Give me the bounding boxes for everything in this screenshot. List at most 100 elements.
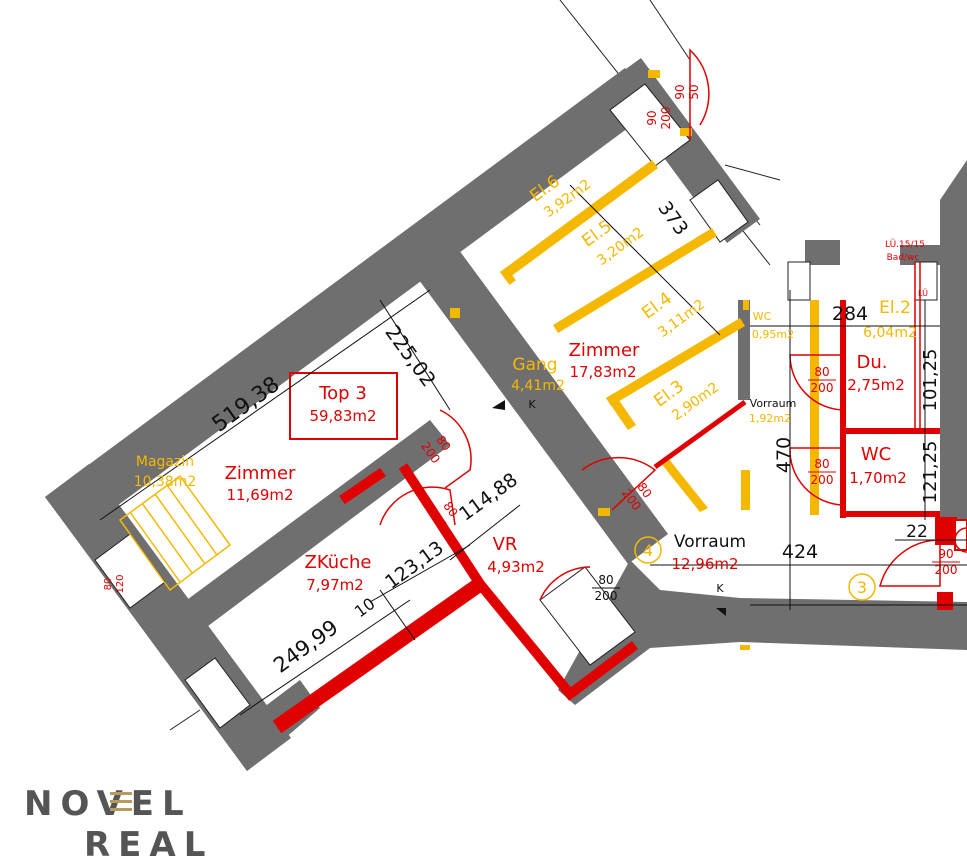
door-height: 200 xyxy=(935,563,958,577)
wall-stub-2 xyxy=(900,245,940,265)
door-height: 200 xyxy=(659,107,673,130)
door-swing-top xyxy=(689,48,710,140)
room-vorraum-area: 12,96m2 xyxy=(671,555,738,573)
door-labels: 80 200 80 200 80 200 80 200 80 200 80 20… xyxy=(103,84,960,603)
dim-424: 424 xyxy=(782,541,818,563)
red-wall-vr xyxy=(398,463,639,701)
room-vorraum-name: Vorraum xyxy=(674,532,746,552)
chimney xyxy=(805,240,840,265)
walls xyxy=(45,58,967,771)
bar-el3-end xyxy=(606,393,636,430)
door-label: 90 50 xyxy=(673,84,701,99)
room-zimmer-main-area: 17,83m2 xyxy=(569,363,636,381)
room-zkueche-name: ZKüche xyxy=(304,552,371,573)
dim-225: 225,02 xyxy=(380,321,441,392)
dim-249: 249,99 xyxy=(269,615,343,678)
top3-box xyxy=(289,372,398,440)
door-width: 90 xyxy=(673,84,687,99)
room-zimmer-left-name: Zimmer xyxy=(225,463,296,484)
entry-3-circle xyxy=(848,573,876,601)
windows xyxy=(94,83,938,729)
dim-284: 284 xyxy=(832,303,868,325)
room-vr-area: 4,93m2 xyxy=(487,558,545,576)
red-wall-bottom xyxy=(272,577,485,734)
vent-label-small: LÜ xyxy=(918,288,928,298)
door-width: 80 xyxy=(814,365,829,379)
door-swing-gang xyxy=(581,456,657,511)
room-gang-name: Gang xyxy=(512,355,557,375)
door-height: 200 xyxy=(595,589,618,603)
door-swing-kueche xyxy=(379,486,456,526)
door-swing-bad xyxy=(439,409,472,489)
room-el2-name: El.2 xyxy=(879,298,911,318)
window-top-right xyxy=(787,261,811,301)
room-magazin-area: 10,38m2 xyxy=(134,474,197,490)
vent-label-1: LÜ.15/15 xyxy=(885,239,925,250)
wall-stub xyxy=(738,300,750,400)
door-width: 80 xyxy=(598,573,613,587)
room-el2-area: 6,04m2 xyxy=(863,325,917,341)
room-du-area: 2,75m2 xyxy=(847,376,905,394)
door-opening-vr xyxy=(539,566,636,666)
door-width: 80 xyxy=(103,578,114,591)
door-swing-entry xyxy=(539,566,591,601)
door-swings xyxy=(379,48,967,601)
k-marker-label: K xyxy=(528,398,536,411)
bar-el5 xyxy=(553,228,717,333)
door-height: 200 xyxy=(811,473,834,487)
room-vorraum-small-name: Vorraum xyxy=(750,397,797,410)
dim-101: 101,25 xyxy=(920,349,941,412)
room-zimmer-main-name: Zimmer xyxy=(569,340,640,361)
wall-yellow-1 xyxy=(741,470,750,510)
room-du-name: Du. xyxy=(857,352,888,373)
dim-121: 121,25 xyxy=(920,441,941,504)
wall-yellow-3 xyxy=(743,300,749,310)
room-wc-name: WC xyxy=(861,444,891,465)
room-wc-small-area: 0,95m2 xyxy=(752,328,794,341)
room-wc-small-name: WC xyxy=(753,310,772,323)
room-wc-area: 1,70m2 xyxy=(849,469,907,487)
k-marker-icon xyxy=(492,400,505,410)
door-swing-3 xyxy=(879,539,941,587)
wall-bottom-left xyxy=(223,680,320,771)
brace-yellow xyxy=(660,458,708,512)
door-label: 80 200 xyxy=(592,573,620,603)
window-bottom-left xyxy=(184,657,251,729)
door-width: 90 xyxy=(645,110,659,125)
staircase xyxy=(118,474,232,592)
unit-area: 59,83m2 xyxy=(309,407,376,425)
room-zimmer-left-area: 11,69m2 xyxy=(226,486,293,504)
red-walls xyxy=(272,262,940,734)
entry-4-circle xyxy=(634,536,662,564)
logo-line-1: NOVEL xyxy=(24,784,192,824)
room-magazin-name: Magazin xyxy=(136,454,194,470)
bar-el4 xyxy=(606,318,745,406)
room-vr-name: VR xyxy=(493,534,518,555)
door-label: 80 120 xyxy=(103,574,126,593)
entry-4-label: 4 xyxy=(643,541,653,560)
wall-top xyxy=(45,68,655,537)
bar-el6 xyxy=(500,160,658,280)
entry-markers xyxy=(634,536,876,601)
door-height: 120 xyxy=(115,574,126,593)
door-height: 200 xyxy=(811,381,834,395)
dim-10: 10 xyxy=(351,594,379,621)
dim-114: 114,88 xyxy=(455,469,522,526)
door-width: 80 xyxy=(814,457,829,471)
k-marker-icon-2 xyxy=(716,608,726,616)
door-height: 50 xyxy=(687,84,701,99)
door-label: 90 200 xyxy=(645,107,673,130)
wall-east xyxy=(940,160,967,520)
dim-470: 470 xyxy=(773,437,795,473)
window-right-wing xyxy=(689,179,749,243)
dimension-lines xyxy=(99,184,967,716)
room-zkueche-area: 7,97m2 xyxy=(306,576,364,594)
door-label: 80 200 xyxy=(808,457,836,487)
dim-373: 373 xyxy=(653,197,692,239)
logo-gold-stripes xyxy=(110,792,132,811)
door-width: 90 xyxy=(938,547,953,561)
wall-yellow-2 xyxy=(810,300,819,515)
door-label: 80 200 xyxy=(808,365,836,395)
yellow-elements xyxy=(450,70,819,650)
